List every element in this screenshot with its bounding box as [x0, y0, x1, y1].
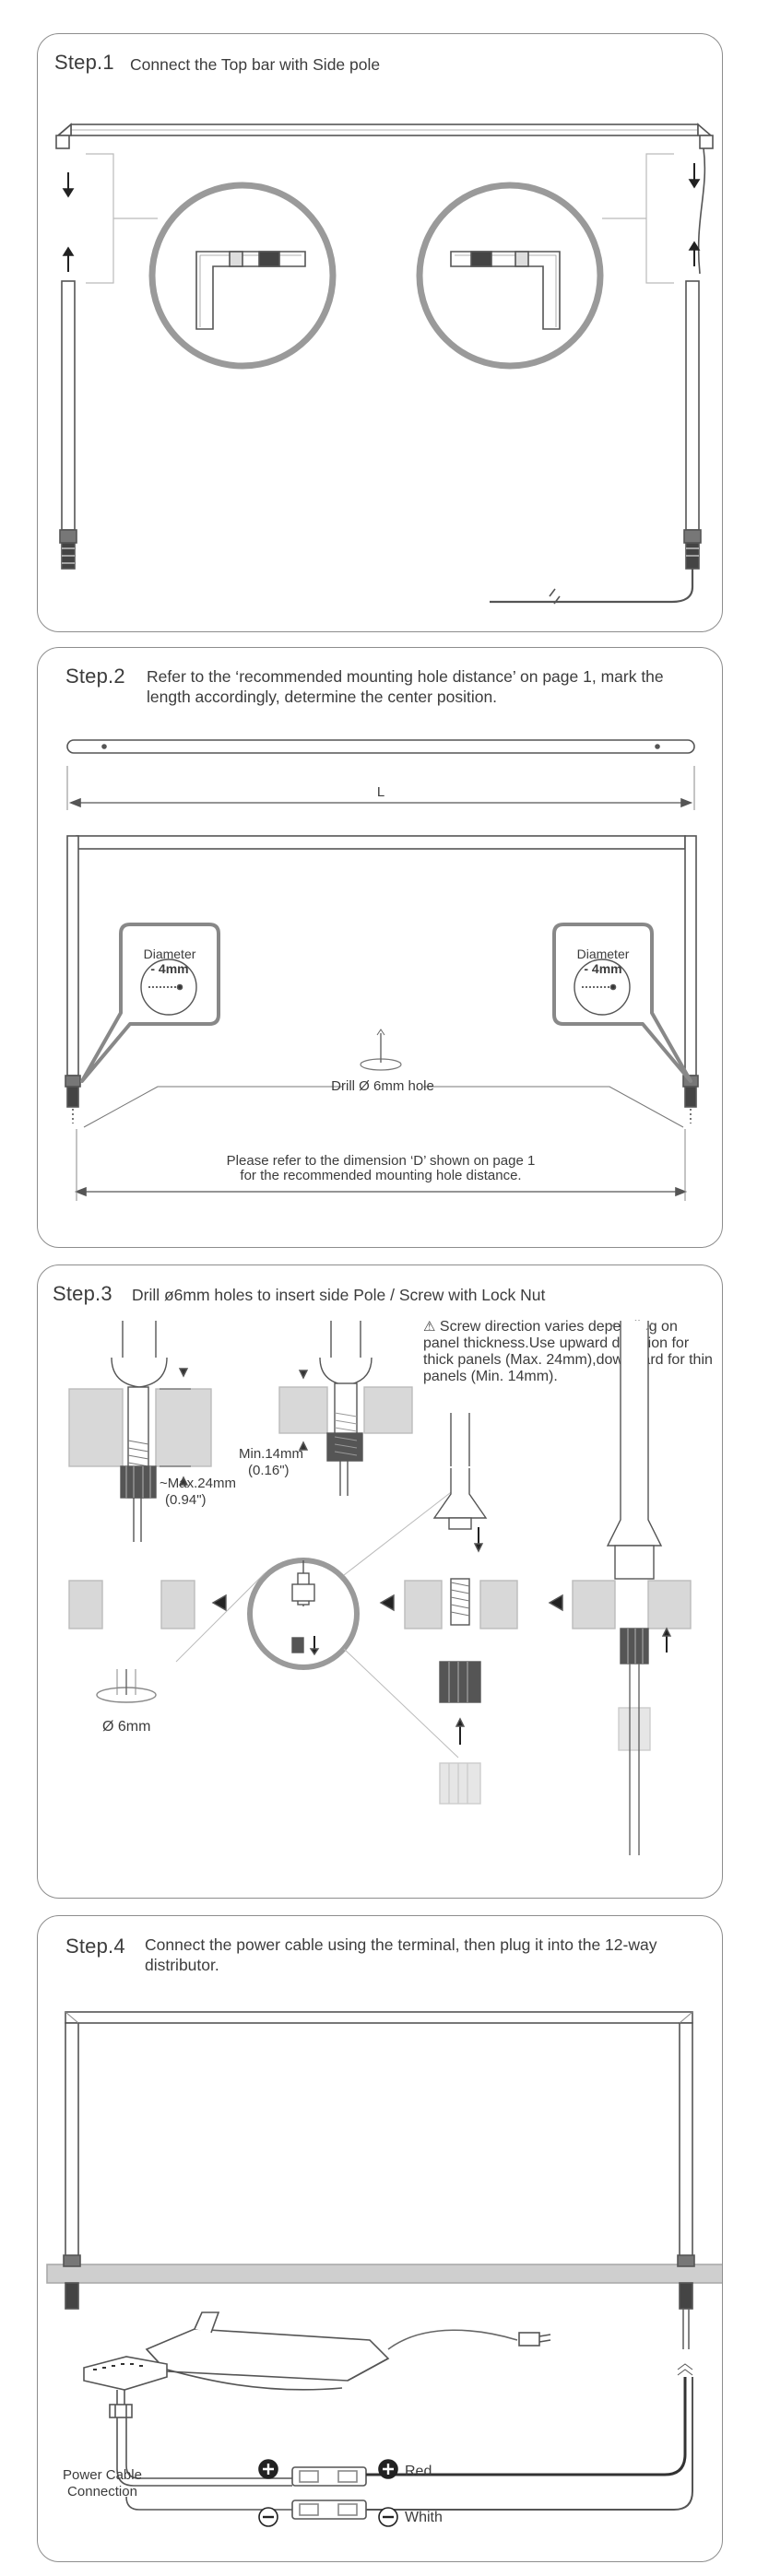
diameter-label-right: Diameter	[576, 947, 630, 961]
step3-illustration	[68, 1321, 692, 1855]
step4-text: Connect the power cable using the termin…	[145, 1935, 657, 1974]
step2-text: Refer to the ‘recommended mounting hole …	[147, 667, 664, 706]
step1-illustration	[55, 123, 714, 605]
diameter-value-right: - 4mm	[584, 961, 622, 976]
diameter-label-left: Diameter	[143, 947, 196, 961]
step1-text: Connect the Top bar with Side pole	[130, 55, 381, 74]
hole-diameter-label: Ø 6mm	[102, 1719, 151, 1735]
max-thickness-label-1: ~Max.24mm	[160, 1476, 236, 1491]
step4-panel: Step.4 Connect the power cable using the…	[37, 1915, 723, 2562]
warning-icon: ⚠	[423, 1319, 436, 1335]
min-thickness-label-2: (0.16")	[248, 1463, 290, 1478]
refer-note-line1: Please refer to the dimension ‘D’ shown …	[226, 1153, 536, 1169]
diameter-value-left: - 4mm	[150, 961, 189, 976]
step1-title: Step.1	[54, 51, 114, 74]
power-cable-label-1: Power Cable	[63, 2467, 142, 2483]
min-thickness-label-1: Min.14mm	[239, 1446, 304, 1462]
red-wire-label: Red	[405, 2464, 432, 2479]
step2-panel: Step.2 Refer to the ‘recommended mountin…	[37, 647, 723, 1248]
refer-note-line2: for the recommended mounting hole distan…	[240, 1168, 522, 1183]
drill-hole-label: Drill Ø 6mm hole	[331, 1078, 434, 1094]
step1-panel: Step.1 Connect the Top bar with Side pol…	[37, 33, 723, 632]
step3-text: Drill ø6mm holes to insert side Pole / S…	[132, 1286, 546, 1304]
step3-panel: Step.3 Drill ø6mm holes to insert side P…	[37, 1264, 723, 1899]
power-cable-label-2: Connection	[67, 2484, 137, 2500]
max-thickness-label-2: (0.94")	[165, 1492, 207, 1508]
step4-title: Step.4	[65, 1935, 125, 1958]
step2-illustration	[65, 739, 699, 1201]
step3-title: Step.3	[53, 1282, 112, 1305]
white-wire-label: Whith	[405, 2510, 443, 2525]
step4-illustration	[46, 2011, 722, 2527]
length-label: L	[376, 784, 385, 800]
step2-title: Step.2	[65, 665, 125, 688]
